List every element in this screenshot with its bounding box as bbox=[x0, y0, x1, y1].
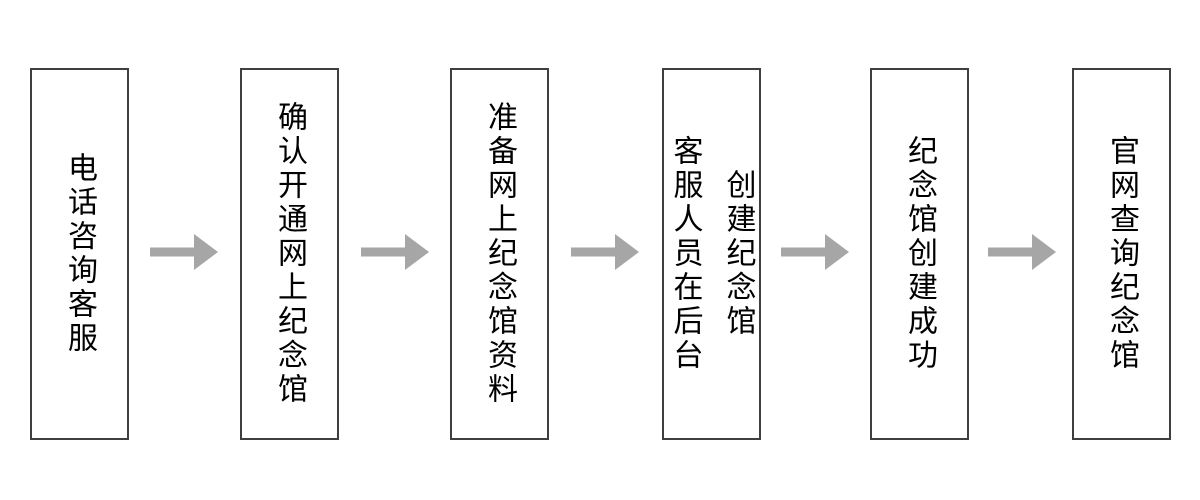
flow-step-1: 电话咨询客服 bbox=[30, 68, 129, 440]
flow-step-5: 纪念馆创建成功 bbox=[870, 68, 969, 440]
flow-step-3: 准备网上纪念馆资料 bbox=[450, 68, 549, 440]
flow-step-6-label: 官网查询纪念馆 bbox=[1105, 135, 1138, 373]
flow-step-4: 客服人员在后台 创建纪念馆 bbox=[662, 68, 761, 440]
flow-step-5-label: 纪念馆创建成功 bbox=[903, 135, 936, 373]
arrow-right-icon bbox=[361, 233, 429, 271]
flow-step-6: 官网查询纪念馆 bbox=[1072, 68, 1171, 440]
arrow-right-icon bbox=[571, 233, 639, 271]
arrow-right-icon bbox=[781, 233, 849, 271]
flow-step-2: 确认开通网上纪念馆 bbox=[240, 68, 339, 440]
flow-step-3-label: 准备网上纪念馆资料 bbox=[483, 101, 516, 407]
arrow-right-icon bbox=[150, 233, 218, 271]
flow-step-1-label: 电话咨询客服 bbox=[63, 152, 96, 356]
flow-step-4-label2: 创建纪念馆 bbox=[721, 169, 755, 339]
flow-step-4-label: 客服人员在后台 bbox=[668, 135, 702, 373]
flow-step-2-label: 确认开通网上纪念馆 bbox=[273, 101, 306, 407]
arrow-right-icon bbox=[988, 233, 1056, 271]
